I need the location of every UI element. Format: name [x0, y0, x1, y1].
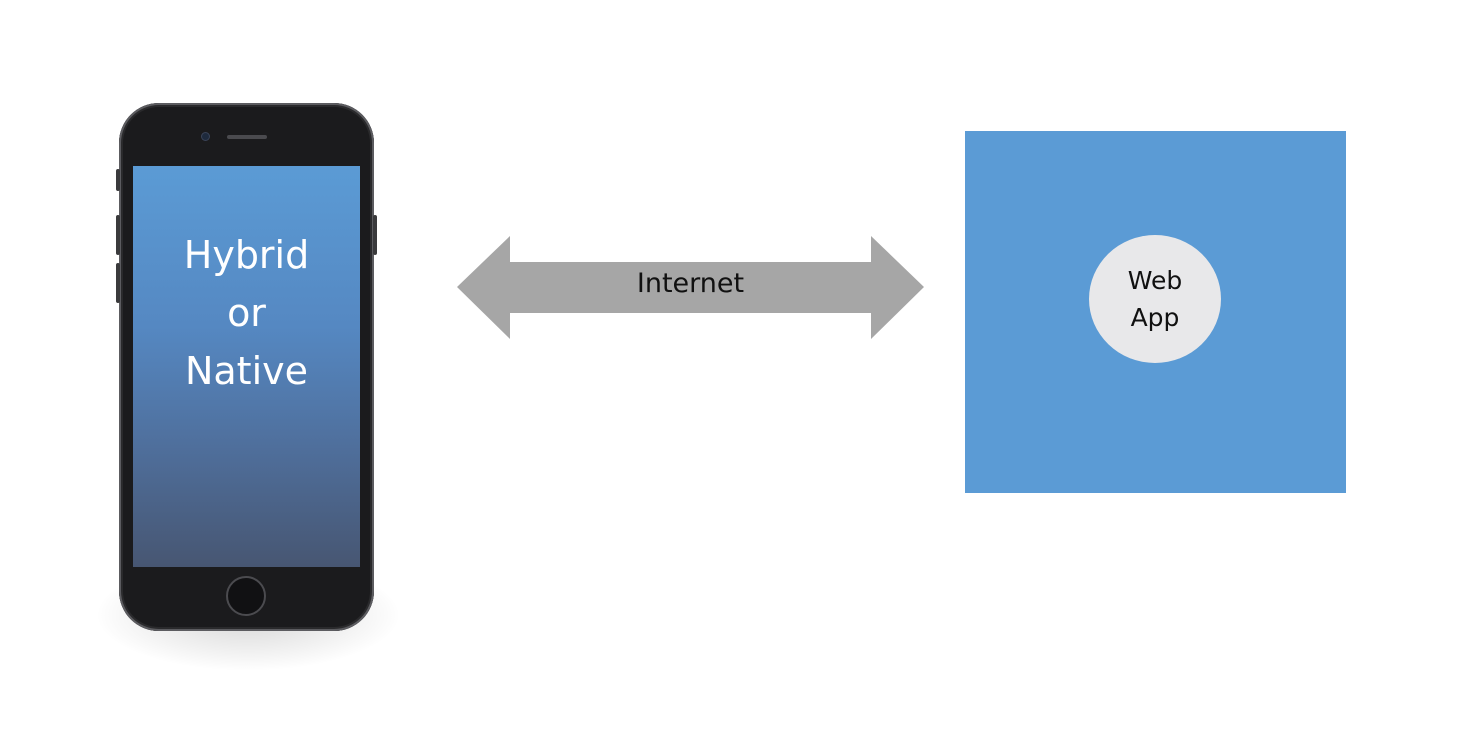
phone-mute-switch	[116, 169, 120, 191]
phone-screen: Hybrid or Native	[133, 166, 360, 567]
double-headed-arrow-icon	[457, 236, 924, 339]
internet-connection: Internet	[457, 235, 924, 340]
phone-power-button	[373, 215, 377, 255]
home-button-icon	[226, 576, 266, 616]
earpiece-speaker	[227, 135, 267, 139]
screen-line-hybrid: Hybrid	[183, 232, 310, 277]
phone-volume-up-button	[116, 215, 120, 255]
screen-line-native: Native	[184, 348, 309, 393]
phone-screen-label: Hybrid or Native	[184, 226, 310, 400]
front-camera-icon	[202, 133, 209, 140]
double-arrow-shape	[457, 236, 924, 339]
web-app-node: Web App	[1089, 235, 1221, 363]
smartphone: Hybrid or Native	[116, 103, 377, 631]
web-app-line-2: App	[1130, 303, 1180, 332]
phone-volume-down-button	[116, 263, 120, 303]
web-app-label: Web App	[1128, 262, 1183, 336]
screen-line-or: or	[227, 290, 266, 335]
internet-label: Internet	[636, 268, 745, 299]
server-box: Web App	[965, 131, 1346, 493]
web-app-line-1: Web	[1127, 266, 1183, 295]
